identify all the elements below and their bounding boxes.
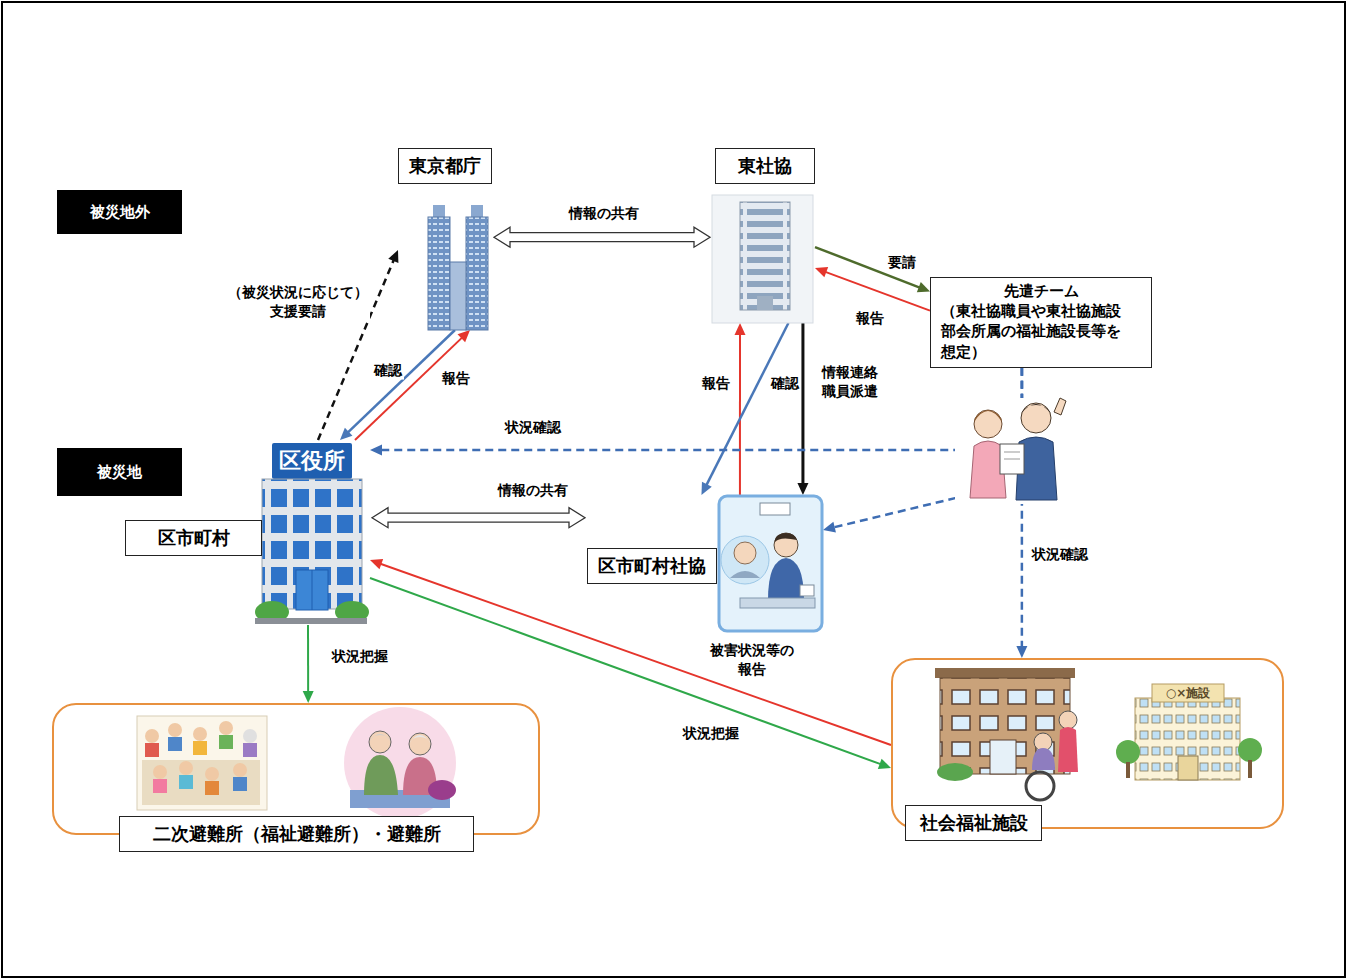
connector: [797, 323, 808, 495]
edge-label: （被災状況に応じて） 支援要請: [226, 283, 370, 321]
tokyo-building-icon: [428, 205, 488, 330]
connector: [303, 625, 314, 703]
edge-label: 状況把握: [681, 724, 741, 743]
edge-label: 情報連絡 職員派遣: [820, 363, 880, 401]
connector-line: [815, 247, 920, 288]
elderly-couple-icon: [344, 707, 456, 819]
connector: [370, 368, 1022, 456]
edge-label: 状況確認: [503, 418, 563, 437]
connector-line: [380, 564, 891, 745]
arrow-head: [815, 267, 828, 277]
arrow-head: [1016, 646, 1027, 658]
arrow-head: [370, 444, 382, 455]
advance-team-people-icon: [955, 398, 1070, 504]
connector-line: [307, 625, 309, 692]
arrow-head: [797, 483, 808, 495]
connector-line: [825, 272, 930, 311]
edge-label: 要請: [886, 253, 918, 272]
connector: [815, 267, 930, 311]
edge-label: 状況把握: [330, 647, 390, 666]
edge-label: 報告: [854, 309, 886, 328]
arrow-head: [878, 759, 891, 769]
team-description: （東社協職員や東社協施設 部会所属の福祉施設長等を 想定）: [941, 301, 1121, 362]
arrow-head: [458, 330, 470, 342]
connector: [372, 508, 585, 528]
connector: [815, 247, 930, 292]
node-label: 社会福祉施設: [905, 805, 1042, 841]
edge-label: 確認: [372, 361, 404, 380]
arrow-head: [823, 522, 836, 533]
double-arrow: [494, 227, 710, 247]
edge-label: 状況確認: [1030, 545, 1090, 564]
welfare-facility-icon: [935, 668, 1262, 800]
arrow-head: [917, 282, 930, 292]
team-box: 先遣チーム（東社協職員や東社協施設 部会所属の福祉施設長等を 想定）: [930, 277, 1152, 368]
connector: [340, 330, 455, 440]
tosyakyo-building-icon: [712, 195, 813, 323]
double-arrow: [372, 508, 585, 528]
region-band: 被災地外: [57, 190, 182, 234]
node-label: 区市町村: [125, 520, 262, 556]
region-band: 被災地: [57, 448, 182, 496]
connector-line: [706, 323, 788, 485]
node-label: 二次避難所（福祉避難所）・避難所: [119, 816, 474, 852]
edge-label: 報告: [440, 369, 472, 388]
connector: [318, 250, 398, 440]
connector: [370, 559, 891, 745]
edge-label: 報告: [700, 374, 732, 393]
connector-line: [739, 334, 741, 495]
edge-label: 確認: [769, 374, 801, 393]
sign-text: ○×施設: [1166, 685, 1211, 702]
edge-label: 情報の共有: [496, 481, 570, 500]
organization-node: 東京都庁: [398, 148, 492, 330]
arrow-head: [370, 559, 383, 569]
organization-node: 東社協: [712, 148, 815, 323]
sign-text: 区役所: [279, 446, 345, 476]
ward-office-icon: [255, 443, 369, 624]
region-label: 被災地外: [90, 203, 150, 222]
connector: [701, 323, 788, 495]
connector-line: [381, 368, 1022, 450]
connector-line: [355, 338, 462, 440]
arrow-head: [735, 323, 746, 335]
arrow-head: [303, 691, 314, 703]
arrow-head: [701, 482, 711, 495]
facility-group: 二次避難所（福祉避難所）・避難所: [52, 703, 540, 835]
arrow-head: [388, 250, 398, 263]
organization-node: 区市町村社協: [587, 495, 823, 632]
edge-label: 被害状況等の 報告: [708, 641, 796, 679]
shelter-crowd-icon: [137, 716, 267, 810]
node-label: 東京都庁: [398, 148, 492, 184]
connector-line: [348, 330, 455, 432]
node-label: 東社協: [715, 148, 815, 184]
connector-line: [801, 323, 804, 484]
arrow-head: [340, 428, 352, 440]
node-label: 区市町村社協: [587, 548, 717, 584]
team-heading: 先遣チーム: [941, 282, 1141, 301]
edge-label: 情報の共有: [567, 204, 641, 223]
council-counselling-icon: [719, 496, 822, 631]
facility-group: 社会福祉施設: [891, 658, 1284, 829]
connector: [494, 227, 710, 247]
region-label: 被災地: [97, 463, 142, 482]
